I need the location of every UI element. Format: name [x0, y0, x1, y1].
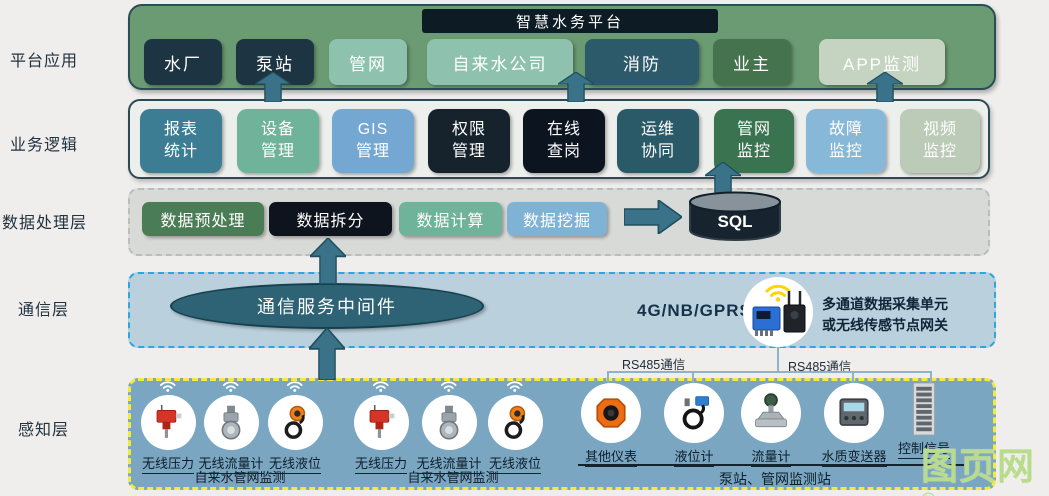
- data-box-compute: 数据计算: [399, 202, 502, 236]
- flow-valve-icon: [755, 393, 787, 428]
- rs485-drop-4: [930, 371, 932, 383]
- layer-label-perception: 感知层: [18, 422, 70, 439]
- rs485-drop-3: [852, 371, 854, 383]
- rs485-drop-1: [607, 371, 609, 383]
- arrow-middleware-to-data: [310, 238, 346, 284]
- biz-box-report-stats: 报表 统计: [140, 109, 222, 173]
- wifi-icon: [373, 381, 389, 392]
- sensor-water-quality-transmitter: 水质变送器: [821, 383, 887, 467]
- watermark-logo: 图页网®: [921, 446, 1035, 496]
- biz-box-video-monitor: 视频 监控: [900, 109, 980, 173]
- app-box-fire-fighting: 消防: [585, 39, 699, 85]
- rs485-label-right: RS485通信: [788, 360, 852, 374]
- sensor-wireless-pressure-1: 无线压力: [139, 379, 197, 474]
- wifi-icon: [223, 381, 239, 392]
- arrow-business-to-platform-3: [867, 72, 903, 102]
- biz-box-device-mgmt: 设备 管理: [237, 109, 319, 173]
- biz-box-pipe-monitor: 管网 监控: [714, 109, 794, 173]
- control-signal-rack: 控制信号: [898, 381, 951, 459]
- level-sensor-icon: [504, 405, 526, 439]
- sensor-wireless-flowmeter-1: 无线流量计: [198, 379, 264, 474]
- business-logic-panel: 报表 统计 设备 管理 GIS 管理 权限 管理 在线 查岗 运维 协同 管网 …: [128, 99, 990, 179]
- level-meter-icon: [682, 396, 709, 430]
- wifi-icon: [287, 381, 303, 392]
- rs485-label-left: RS485通信: [622, 358, 686, 372]
- arrow-business-to-platform-1: [255, 72, 291, 102]
- sensor-wireless-level-1: 无线液位: [266, 379, 324, 474]
- rs485-drop-2: [692, 371, 694, 383]
- layer-label-communication: 通信层: [18, 302, 70, 319]
- group-label-water-pipe-1: 自来水管网监测: [194, 470, 286, 485]
- arrow-into-sql: [624, 200, 682, 234]
- layer-label-business: 业务逻辑: [10, 137, 79, 154]
- data-box-split: 数据拆分: [269, 202, 392, 236]
- right-group-underline: [578, 464, 964, 466]
- data-box-preprocess: 数据预处理: [142, 202, 264, 236]
- wifi-icon: [441, 381, 457, 392]
- rs485-main-drop-line: [777, 347, 779, 373]
- group-label-water-pipe-2: 自来水管网监测: [407, 470, 499, 485]
- gas-detector-icon: [596, 398, 626, 428]
- rtu-gateway-icon: [752, 284, 806, 336]
- sensor-flow-meter: 流量计: [740, 383, 802, 467]
- data-processing-panel: 数据预处理 数据拆分 数据计算 数据挖掘: [128, 188, 990, 256]
- arrow-business-to-platform-2: [558, 72, 594, 102]
- gateway-device-circle: [743, 277, 813, 347]
- platform-title-banner: 智慧水务平台: [422, 9, 718, 33]
- sql-label: SQL: [718, 212, 753, 231]
- app-box-water-plant: 水厂: [144, 39, 222, 85]
- biz-box-ops-collab: 运维 协同: [617, 109, 699, 173]
- arrow-sql-to-business: [705, 162, 741, 196]
- middleware-ellipse: 通信服务中间件: [170, 283, 484, 329]
- group-label-pump-station: 泵站、管网监测站: [719, 471, 831, 487]
- water-quality-transmitter-icon: [839, 398, 869, 426]
- flow-meter-icon: [221, 405, 241, 439]
- layer-label-platform: 平台应用: [10, 53, 79, 70]
- arrow-perception-to-middleware: [309, 328, 345, 380]
- sensor-level-meter: 液位计: [663, 383, 725, 467]
- data-box-mining: 数据挖掘: [507, 202, 607, 236]
- level-sensor-icon: [284, 405, 306, 439]
- sensor-wireless-flowmeter-2: 无线流量计: [416, 379, 482, 474]
- biz-box-online-duty: 在线 查岗: [523, 109, 605, 173]
- biz-box-gis-mgmt: GIS 管理: [332, 109, 414, 173]
- sensor-other-instruments: 其他仪表: [580, 383, 642, 467]
- sql-database-cylinder: SQL: [682, 189, 788, 243]
- pressure-sensor-icon: [369, 404, 395, 438]
- biz-box-fault-monitor: 故障 监控: [806, 109, 886, 173]
- flow-meter-icon: [439, 405, 459, 439]
- app-box-water-company: 自来水公司: [427, 39, 573, 85]
- rs485-bus-line: [607, 371, 932, 373]
- sensor-wireless-level-2: 无线液位: [486, 379, 544, 474]
- layer-label-data: 数据处理层: [2, 215, 88, 232]
- sensor-wireless-pressure-2: 无线压力: [352, 379, 410, 474]
- pressure-sensor-icon: [156, 404, 182, 438]
- wifi-icon: [160, 381, 176, 392]
- gateway-description: 多通道数据采集单元 或无线传感节点网关: [822, 296, 948, 333]
- network-type-label: 4G/NB/GPRS: [637, 301, 752, 320]
- biz-box-permission-mgmt: 权限 管理: [428, 109, 510, 173]
- app-box-pipe-network: 管网: [329, 39, 407, 85]
- control-rack-icon: [912, 382, 936, 436]
- wifi-icon: [507, 381, 523, 392]
- app-box-owner: 业主: [713, 39, 791, 85]
